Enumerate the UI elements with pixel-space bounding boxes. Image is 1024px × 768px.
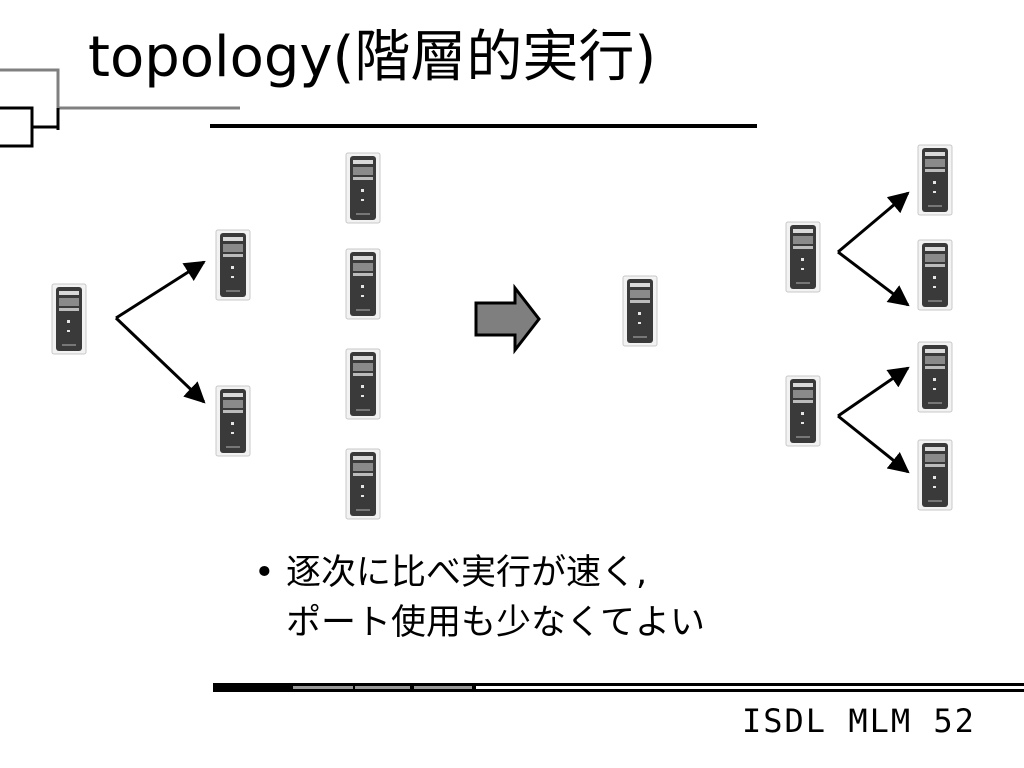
computer-tower-icon	[51, 283, 87, 355]
computer-tower-icon	[345, 348, 381, 420]
footer-label: ISDL MLM 52	[742, 702, 976, 740]
computer-tower-icon	[917, 239, 953, 311]
page-title: topology(階層的実行)	[88, 25, 657, 90]
right-arrow-icon	[474, 283, 541, 355]
computer-tower-icon	[345, 448, 381, 520]
computer-tower-icon	[215, 385, 251, 457]
bullet-marker: •	[254, 553, 275, 593]
computer-tower-icon	[917, 439, 953, 511]
connection-arrow	[837, 366, 910, 418]
bullet-line-2: ポート使用も少なくてよい	[286, 603, 705, 643]
connection-arrow	[837, 191, 910, 254]
connection-arrow	[114, 316, 206, 404]
computer-tower-icon	[917, 144, 953, 216]
computer-tower-icon	[215, 229, 251, 301]
computer-tower-icon	[917, 341, 953, 413]
corner-decoration	[0, 68, 240, 148]
bullet-line-1: 逐次に比べ実行が速く,	[286, 553, 648, 593]
bullet-point: • 逐次に比べ実行が速く, ポート使用も少なくてよい	[254, 548, 705, 648]
connection-arrow	[115, 260, 206, 320]
sequential-topology	[51, 152, 381, 520]
computer-tower-icon	[345, 248, 381, 320]
computer-tower-icon	[785, 221, 821, 293]
computer-tower-icon	[785, 375, 821, 447]
connection-arrow	[837, 250, 910, 307]
computer-tower-icon	[345, 152, 381, 224]
footer-rule	[213, 683, 1024, 692]
connection-arrow	[837, 414, 910, 474]
hierarchical-topology	[622, 144, 953, 511]
computer-tower-icon	[622, 275, 658, 347]
